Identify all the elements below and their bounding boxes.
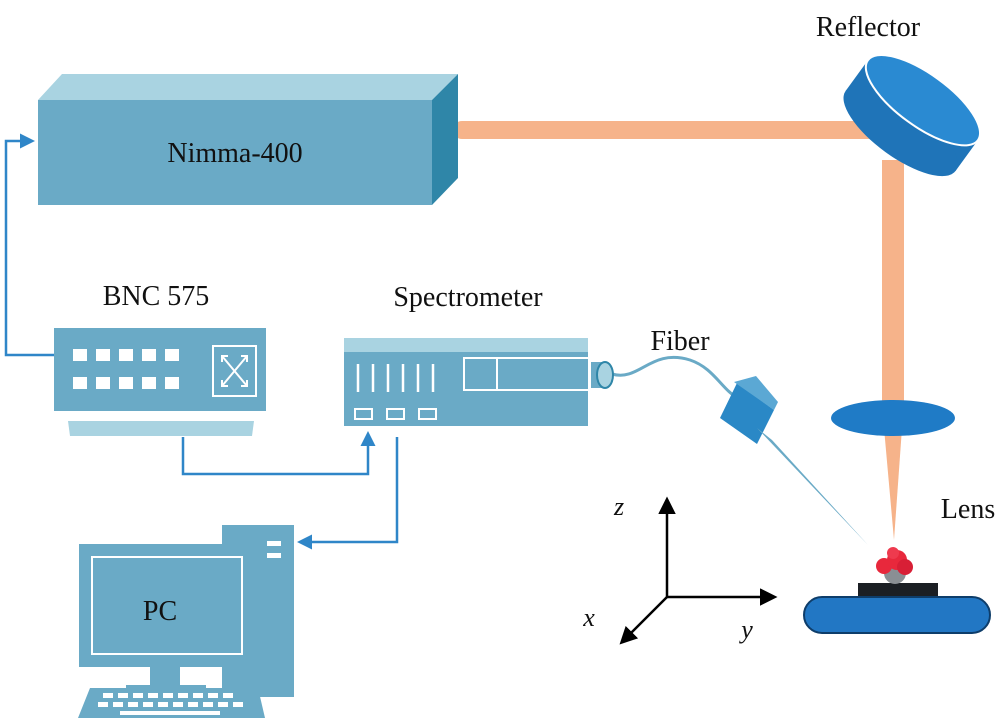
z-axis-label: z: [613, 492, 624, 521]
trigger-line-laser: [4, 133, 54, 357]
y-axis-label: y: [738, 615, 753, 644]
signal-connections: [4, 133, 399, 550]
keyboard-keys: [98, 693, 243, 715]
laser-device: Nimma-400: [38, 74, 458, 205]
spectrometer-label: Spectrometer: [393, 282, 543, 313]
delay-generator: [54, 328, 266, 436]
fiber-cable: [611, 355, 739, 400]
pc-computer: PC: [78, 525, 294, 718]
fiber-label: Fiber: [650, 326, 710, 357]
coordinate-axes: [619, 496, 778, 645]
spectrometer-device: [344, 338, 614, 426]
focusing-lens: [831, 400, 955, 436]
switch-icon: [221, 355, 248, 387]
x-axis-label: x: [582, 603, 595, 632]
reflector-label: Reflector: [816, 12, 921, 43]
plasma-plume: [876, 547, 913, 584]
laser-label: Nimma-400: [167, 138, 302, 169]
port-grid: [73, 349, 179, 389]
data-line-pc: [297, 437, 399, 550]
reflector-mirror: [843, 54, 982, 177]
laser-beam: [453, 121, 904, 540]
fiber-head: [720, 376, 868, 545]
delay-generator-label: BNC 575: [103, 281, 210, 312]
lens-label: Lens: [941, 494, 995, 525]
trigger-line-spectrometer: [181, 431, 376, 476]
pc-label: PC: [143, 596, 177, 627]
sample-stage: [803, 583, 991, 634]
x-axis: [619, 596, 668, 645]
